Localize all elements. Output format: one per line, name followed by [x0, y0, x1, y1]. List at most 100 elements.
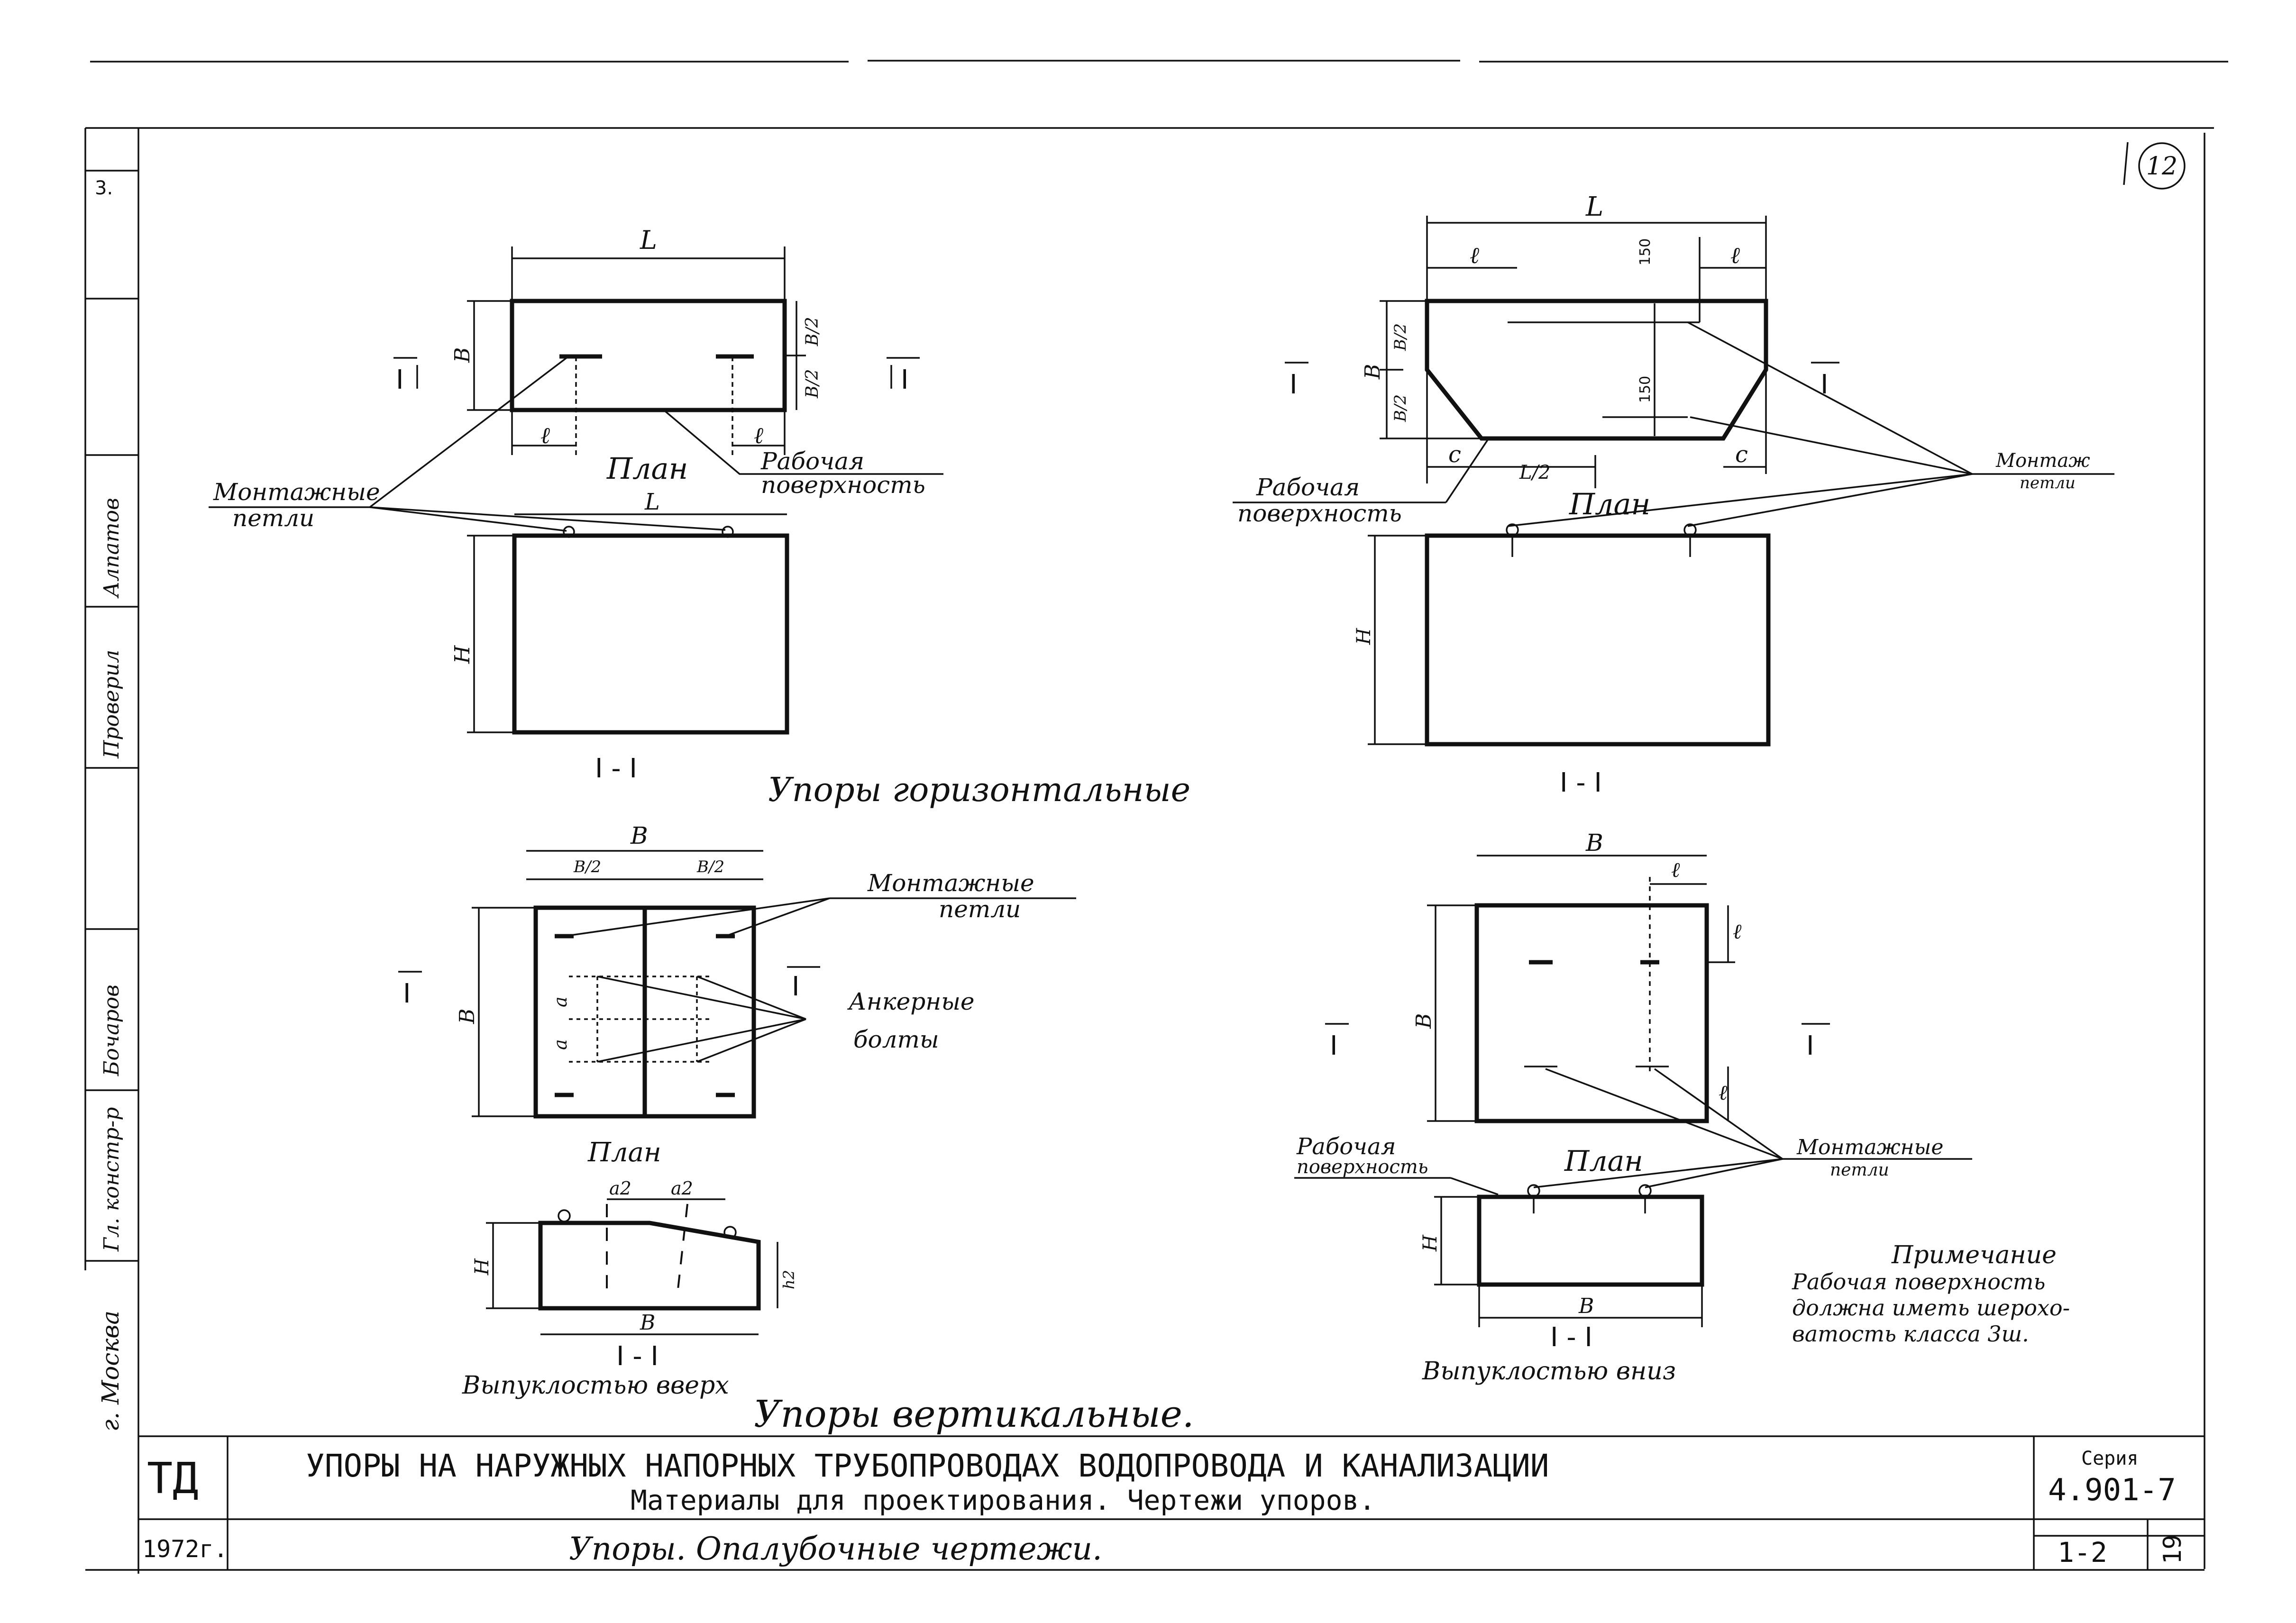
dim-l-left: ℓ — [1470, 242, 1479, 269]
section-mark-right: I — [1806, 1030, 1814, 1061]
dim-a-top: а — [550, 996, 571, 1007]
title-block: ТД 1972г. УПОРЫ НА НАРУЖНЫХ НАПОРНЫХ ТРУ… — [138, 1435, 2205, 1570]
dim-l-side: ℓ — [1733, 920, 1742, 944]
title-sub: Материалы для проектирования. Чертежи уп… — [631, 1484, 1375, 1516]
year: 1972г. — [142, 1535, 228, 1563]
section-mark-right: I — [792, 971, 800, 1002]
loops-label-1: Монтажные — [1796, 1135, 1943, 1159]
dim-B2-bottom: В/2 — [803, 369, 822, 399]
side-label-bocharov: Бочаров — [100, 985, 124, 1076]
work-surface-label-2: поверхность — [761, 471, 925, 499]
dim-B2-left: В/2 — [573, 857, 601, 876]
note-line-1: Рабочая поверхность — [1792, 1269, 2045, 1295]
series-value: 4.901-7 — [2048, 1473, 2176, 1508]
dim-H: Н — [471, 1258, 493, 1276]
dim-H: Н — [450, 645, 475, 664]
dim-h2: h2 — [780, 1270, 798, 1289]
loops-label-1: Монтажные — [867, 869, 1034, 897]
loops-label-2: петли — [2020, 474, 2076, 492]
dim-B-bottom: В — [640, 1311, 655, 1335]
side-label-city: г. Москва — [97, 1311, 124, 1432]
section-outline — [1425, 533, 1771, 747]
title-main: УПОРЫ НА НАРУЖНЫХ НАПОРНЫХ ТРУБОПРОВОДАХ… — [306, 1448, 1549, 1484]
vertical-left-plan: В В/2 В/2 В а а I I Монтажные петли Анке… — [398, 822, 1076, 1168]
section-mark-right: I — [901, 365, 909, 395]
dim-l-right: ℓ — [1730, 242, 1740, 269]
loops-label-2: петли — [1830, 1160, 1889, 1180]
dim-B-side: В — [455, 1009, 479, 1024]
dim-150-mid: 150 — [1637, 376, 1654, 403]
sheet-title: Упоры. Опалубочные чертежи. — [569, 1531, 1102, 1567]
dim-B-top: В — [1585, 829, 1603, 857]
work-surface-label-2: поверхность — [1297, 1156, 1428, 1178]
dim-c-left: с — [1448, 441, 1461, 468]
plan-label: План — [1564, 1145, 1643, 1178]
dim-B2-bottom: В/2 — [1391, 394, 1410, 422]
dim-B: В — [450, 347, 475, 363]
bolts-label-2: болты — [853, 1026, 939, 1053]
note-line-3: ватость класса 3ш. — [1792, 1321, 2029, 1347]
horizontal-caption: Упоры горизонтальные — [768, 770, 1190, 809]
dim-H: Н — [1353, 628, 1375, 645]
section-outline — [512, 533, 789, 735]
dim-B-side: В — [1412, 1013, 1436, 1029]
vertical-caption: Упоры вертикальные. — [754, 1393, 1194, 1436]
dim-H: Н — [1419, 1234, 1441, 1252]
plan-label: План — [606, 451, 688, 486]
horizontal-left-section: Н L I - I — [450, 489, 789, 784]
top-edge-lines — [90, 60, 2228, 63]
dim-B2-top: В/2 — [803, 317, 822, 347]
convex-down-label: Выпуклостью вниз — [1422, 1357, 1676, 1386]
section-mark-left: I — [396, 365, 404, 395]
loops-label-2: петли — [232, 504, 314, 532]
section-outline — [538, 1221, 761, 1311]
dim-B-bottom: В — [1578, 1294, 1594, 1318]
section-mark-left: I — [1330, 1030, 1338, 1061]
sheet-number: 12 — [2123, 142, 2186, 190]
sheet-frame — [84, 127, 2214, 1574]
dim-l-top: ℓ — [1671, 858, 1680, 882]
horizontal-left-plan: L В В/2 В/2 ℓ ℓ I I План Рабочая по — [209, 225, 943, 532]
section-label: I - I — [1550, 1322, 1592, 1353]
section-label: I - I — [616, 1341, 659, 1372]
section-mark-right: I — [1820, 369, 1829, 400]
section-label: I - I — [1560, 767, 1602, 798]
work-surface-label-1: Рабочая — [1296, 1133, 1396, 1160]
dim-B: В — [1361, 364, 1385, 380]
note-title: Примечание — [1891, 1241, 2057, 1269]
sheet-number-text: 12 — [2146, 152, 2177, 181]
vertical-left-section: а2 а2 Н h2 В I - I Выпуклостью вверх — [462, 1178, 798, 1400]
bolts-label-1: Анкерные — [847, 988, 975, 1015]
convex-up-label: Выпуклостью вверх — [462, 1371, 729, 1400]
plan-label: План — [587, 1137, 661, 1168]
dim-B2-right: В/2 — [696, 857, 724, 876]
org-code: ТД — [147, 1454, 198, 1504]
dim-B2-top: В/2 — [1391, 323, 1410, 351]
dim-L-section: L — [644, 489, 660, 515]
note-block: Примечание Рабочая поверхность должна им… — [1792, 1241, 2070, 1347]
dim-a-bottom: а — [550, 1039, 571, 1050]
loops-label-2: петли — [939, 895, 1021, 923]
loops-label-1: Монтаж — [1995, 450, 2090, 472]
issue-number: 1-2 — [2058, 1536, 2107, 1568]
dim-150-top: 150 — [1637, 238, 1654, 265]
plan-label: План — [1569, 487, 1650, 521]
dim-c-right: с — [1735, 441, 1748, 468]
dim-a2-right: а2 — [671, 1178, 693, 1199]
dim-L: L — [1585, 191, 1603, 222]
horizontal-right-plan: L ℓ ℓ 150 150 В В/2 В/2 с с L/2 I I Пл — [1233, 191, 2114, 527]
dim-L: L — [640, 225, 657, 255]
dim-l-lower: ℓ — [1719, 1081, 1728, 1105]
vertical-right-section: Н В I - I Выпуклостью вниз — [1419, 1184, 1704, 1386]
side-label-alpatov: Алпатов — [100, 498, 124, 599]
dim-l-left: ℓ — [540, 422, 550, 449]
sheet-no: 19 — [2159, 1534, 2187, 1564]
vertical-right-plan: В ℓ ℓ ℓ В I I План Рабочая поверхность М… — [1294, 829, 1972, 1195]
plan-outline — [1474, 903, 1709, 1123]
work-surface-label-1: Рабочая — [1256, 474, 1360, 501]
side-label-chief-engineer: Гл. констр-р — [100, 1107, 124, 1252]
section-outline — [1477, 1194, 1704, 1287]
section-mark-left: I — [1290, 369, 1298, 400]
